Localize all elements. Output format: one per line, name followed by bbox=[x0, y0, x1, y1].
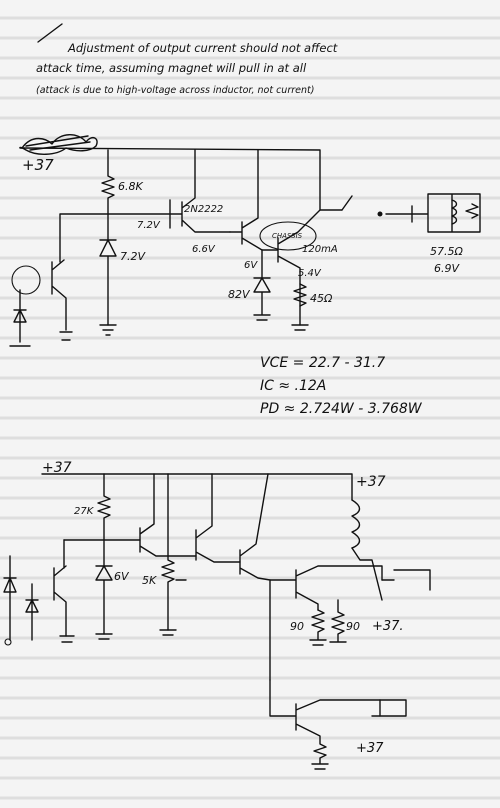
c2-transistor-2 bbox=[195, 473, 241, 563]
note-line-2: attack time, assuming magnet will pull i… bbox=[36, 61, 307, 75]
c1-top-rail bbox=[19, 147, 343, 211]
c2-plus37-a: +37. bbox=[372, 619, 404, 634]
c1-transistor-2n2222 bbox=[169, 149, 231, 233]
c1-opto-led bbox=[13, 289, 27, 343]
c1-load-r-label: 57.5Ω bbox=[430, 245, 463, 258]
c1-transistor-2 bbox=[229, 149, 263, 251]
c2-top-rail bbox=[41, 473, 353, 501]
c1-remitter-label: 45Ω bbox=[310, 292, 333, 305]
note-line-1: Adjustment of output current should not … bbox=[67, 41, 338, 55]
c1-ground-1 bbox=[99, 324, 117, 336]
c2-opto-transistor bbox=[53, 539, 67, 637]
c2-pot-label: 5K bbox=[142, 574, 157, 587]
c1-load bbox=[385, 193, 481, 233]
c2-supply-r-label: +37 bbox=[356, 474, 386, 490]
c1-load-v-label: 6.9V bbox=[434, 262, 460, 275]
c2-ground-3 bbox=[59, 635, 75, 643]
c2-resistor-90b bbox=[329, 599, 347, 643]
c2-resistor-27k bbox=[97, 473, 111, 541]
c2-output-transistor-1 bbox=[269, 565, 383, 611]
c2-zener-label: 6V bbox=[114, 570, 130, 583]
c2-ground-2 bbox=[159, 629, 177, 636]
c1-load-resistor bbox=[465, 203, 479, 219]
c1-v54-label: 5.4V bbox=[298, 268, 322, 279]
equation-ic: IC ≈ .12A bbox=[260, 378, 326, 394]
c2-zener bbox=[95, 539, 113, 635]
c2-r90a-label: 90 bbox=[290, 620, 304, 633]
chassis-outline bbox=[259, 221, 317, 251]
c2-opto-terminal bbox=[4, 638, 12, 646]
c1-opto-ground bbox=[9, 331, 73, 347]
equation-vce: VCE = 22.7 - 31.7 bbox=[260, 355, 385, 371]
c1-resistor-45 bbox=[293, 283, 307, 307]
c1-supply-label: +37 bbox=[22, 156, 54, 174]
c1-switch bbox=[341, 195, 353, 211]
c1-vbase-label: 7.2V bbox=[137, 220, 161, 231]
c1-chassis-label: CHASSIS bbox=[272, 232, 303, 240]
c1-transistor-label: 2N2222 bbox=[184, 204, 223, 215]
c1-load-coil bbox=[451, 199, 458, 225]
c1-zener-label: 7.2V bbox=[120, 250, 146, 263]
note-line-3: (attack is due to high-voltage across in… bbox=[36, 85, 314, 96]
c2-r1-label: 27K bbox=[74, 506, 95, 517]
c2-output-transistor-2 bbox=[269, 679, 381, 770]
c1-opto-transistor bbox=[51, 213, 109, 331]
c1-transistor-power bbox=[261, 209, 321, 326]
c2-opto-led bbox=[25, 583, 39, 641]
c1-vemitter-label: 6.6V bbox=[192, 244, 216, 255]
c1-v6-label: 6V bbox=[244, 260, 258, 271]
c1-zener-72 bbox=[99, 213, 117, 326]
c1-resistor-6k8 bbox=[101, 149, 115, 215]
c2-pot-5k bbox=[161, 473, 187, 631]
scribble-out bbox=[19, 134, 98, 155]
c2-r90b-label: 90 bbox=[346, 620, 360, 633]
c1-optocoupler bbox=[11, 265, 41, 295]
c1-terminal bbox=[377, 211, 383, 217]
c2-output-1 bbox=[381, 569, 431, 591]
c2-resistor-90a bbox=[309, 609, 327, 646]
c1-zener-82 bbox=[253, 249, 271, 321]
c1-ground-2 bbox=[291, 324, 309, 331]
c2-ground-1 bbox=[95, 633, 113, 640]
margin-stroke bbox=[37, 23, 63, 43]
c2-supply-label: +37 bbox=[42, 460, 72, 476]
c2-plus37-b: +37 bbox=[356, 741, 384, 756]
c2-coil-lead bbox=[351, 547, 383, 601]
c2-opto-left bbox=[3, 555, 17, 641]
c1-current-label: 120mA bbox=[302, 244, 338, 255]
c1-zener2-label: 82V bbox=[228, 288, 251, 301]
c2-transistor-1 bbox=[139, 473, 197, 557]
c1-r1-label: 6.8K bbox=[118, 180, 143, 193]
c2-output-2 bbox=[371, 699, 407, 717]
c2-transistor-3 bbox=[239, 473, 271, 681]
equation-pd: PD ≈ 2.724W - 3.768W bbox=[260, 401, 423, 417]
c2-coil bbox=[351, 499, 361, 549]
